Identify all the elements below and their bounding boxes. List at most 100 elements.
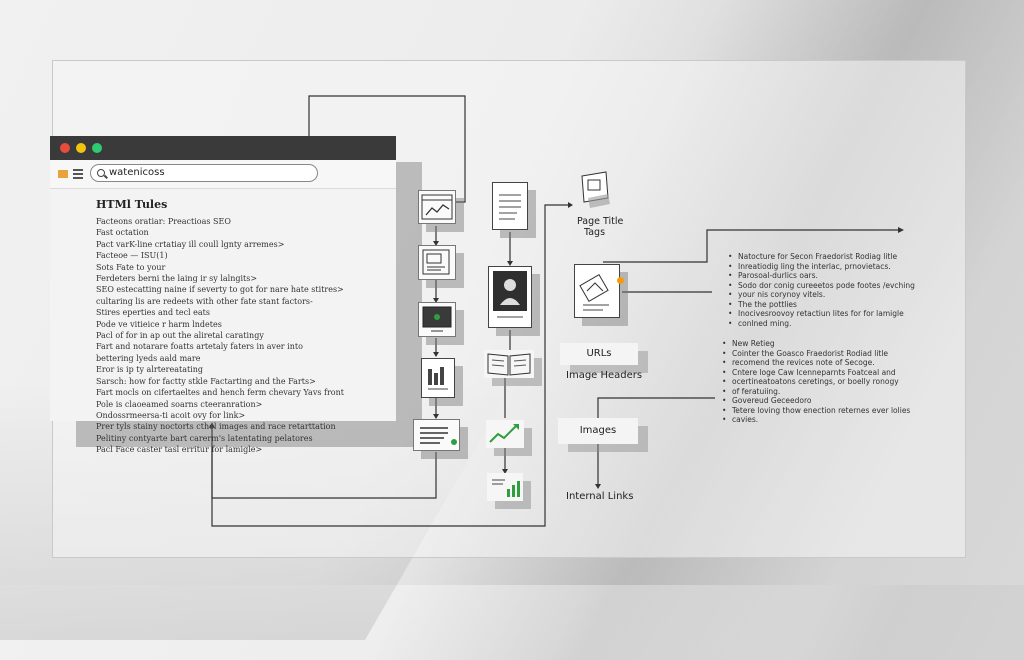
note-row: • cavies. xyxy=(722,415,910,425)
bullet-icon: • xyxy=(722,377,727,386)
content-line: Facteoe — ISU(1) xyxy=(96,251,168,261)
content-line: Pelitiny contyarte bart carerm's latenta… xyxy=(96,433,313,443)
content-line: SEO estecatting naine if severty to got … xyxy=(96,285,344,295)
report-document-icon[interactable] xyxy=(421,358,455,398)
note-text: Tetere loving thow enection reternes eve… xyxy=(732,405,911,415)
images-label[interactable]: Images xyxy=(558,418,638,444)
internal-links-label[interactable]: Internal Links xyxy=(566,491,634,502)
content-line: Facteons oratiar: Preactioas SEO xyxy=(96,217,231,226)
content-lines: Facteons oratiar: Preactioas SEO Fast oct… xyxy=(96,216,386,456)
trend-chart-icon[interactable] xyxy=(486,420,524,448)
content-line: Fast octation xyxy=(96,228,149,238)
urls-label[interactable]: URLs xyxy=(560,343,638,365)
note-text: Govereud Geceedoro xyxy=(732,396,812,405)
notification-dot-icon xyxy=(617,277,624,284)
bullet-icon: • xyxy=(722,348,727,358)
bullet-icon: • xyxy=(722,339,727,348)
note-text: Inocivesroovoy retactiun lites for for l… xyxy=(738,309,904,318)
note-row: • New Retieg xyxy=(722,339,910,349)
browser-window: watenicoss HTMl Tules Facteons oratiar: … xyxy=(50,136,396,454)
bullet-icon: • xyxy=(728,309,733,318)
note-row: • your nis corynoy vitels. xyxy=(728,290,915,300)
note-row: •Natocture for Secon Fraedorist Rodiag l… xyxy=(728,252,915,262)
note-text: Cntere loge Caw Icenneparnts Foatceal an… xyxy=(732,367,896,377)
bullet-icon: • xyxy=(722,396,727,405)
content-line: bettering lyeds aald mare xyxy=(96,353,201,363)
browser-titlebar xyxy=(50,136,396,160)
content-line: Ferdeters berni the laing ir sy lalngits… xyxy=(96,274,258,284)
content-line: Sots Fate to your xyxy=(96,262,166,272)
notes-bottom: • New Retieg • Cointer the Goasco Fraedoris… xyxy=(722,339,910,425)
bullet-icon: • xyxy=(722,386,727,396)
note-text: Sodo dor conig cureeetos pode footes /ev… xyxy=(738,280,915,290)
note-row: • Inocivesroovoy retactiun lites for for … xyxy=(728,309,915,319)
monitor-icon[interactable] xyxy=(418,302,456,337)
bar-chart-icon[interactable] xyxy=(487,473,523,501)
content-line: Pole is claoeamed soarns cteeranration> xyxy=(96,399,263,409)
minimize-dot-icon[interactable] xyxy=(76,143,86,153)
note-row: • conlned ming. xyxy=(728,319,915,329)
content-line: Eror is ip ty alrtereatating xyxy=(96,365,204,375)
content-line: Pacl of for in ap out the aliretal carat… xyxy=(96,331,264,341)
menu-icon[interactable] xyxy=(73,169,83,179)
bullet-icon: • xyxy=(728,290,733,299)
notes-top: •Natocture for Secon Fraedorist Rodiag l… xyxy=(728,252,915,328)
open-book-icon[interactable] xyxy=(484,350,534,378)
note-text: Cointer the Goasco Fraedorist Rodiad lit… xyxy=(732,348,889,358)
bullet-icon: • xyxy=(722,405,727,415)
note-row: • The the pottlies xyxy=(728,300,915,310)
close-dot-icon[interactable] xyxy=(60,143,70,153)
note-text: New Retieg xyxy=(732,339,775,348)
content-line: Fart mocls on cifertaeltes and hench fer… xyxy=(96,388,344,398)
text-list-icon[interactable] xyxy=(413,419,460,451)
bookmark-icon[interactable] xyxy=(58,170,68,178)
note-text: conlned ming. xyxy=(738,318,792,328)
bullet-icon: • xyxy=(722,415,727,424)
image-file-icon[interactable] xyxy=(574,264,624,318)
maximize-dot-icon[interactable] xyxy=(92,143,102,153)
page-title-tags-icon[interactable] xyxy=(578,170,610,208)
content-line: Pode ve vitieice r harm lndetes xyxy=(96,319,222,329)
content-line: cultaring lis are redeets with other fat… xyxy=(96,296,313,306)
bullet-icon: • xyxy=(722,367,727,377)
note-text: Parosoal-durlics oars. xyxy=(738,271,818,280)
note-row: • Inreatiodig ling the interlac, prnoviet… xyxy=(728,262,915,272)
note-row: • Cntere loge Caw Icenneparnts Foatceal a… xyxy=(722,368,910,378)
page-title: HTMl Tules xyxy=(96,198,168,211)
bullet-icon: • xyxy=(728,280,733,290)
note-text: cavies. xyxy=(732,415,759,424)
note-text: ocertineatoatons ceretings, or boelly ro… xyxy=(732,377,899,386)
chart-window-icon[interactable] xyxy=(418,190,456,224)
note-text: The the pottlies xyxy=(738,299,797,309)
content-line: Ondossrmeersa-ti acoit ovy for link> xyxy=(96,410,246,420)
note-text: your nis corynoy vitels. xyxy=(738,290,826,299)
bullet-icon: • xyxy=(722,358,727,367)
note-row: • ocertineatoatons ceretings, or boelly r… xyxy=(722,377,910,387)
bullet-icon: • xyxy=(728,318,733,328)
address-text: watenicoss xyxy=(109,167,165,178)
search-icon xyxy=(97,169,105,177)
note-row: • Parosoal-durlics oars. xyxy=(728,271,915,281)
content-line: Sarsch: how for factty stkle Factarting … xyxy=(96,376,316,386)
note-row: • recomend the revices note of Secoge. xyxy=(722,358,910,368)
page-layout-icon[interactable] xyxy=(418,245,456,280)
image-headers-label[interactable]: Image Headers xyxy=(566,370,643,381)
browser-content: HTMl Tules Facteons oratiar: Preactioas … xyxy=(96,198,386,456)
content-line: Prer tyls stainy noctorts cthel images a… xyxy=(96,422,336,432)
note-text: Inreatiodig ling the interlac, prnovieta… xyxy=(738,261,891,271)
note-text: recomend the revices note of Secoge. xyxy=(732,358,875,367)
page-title-label: Page Title xyxy=(577,216,624,227)
browser-toolbar: watenicoss xyxy=(50,160,396,189)
user-profile-icon[interactable] xyxy=(488,266,532,328)
tags-label: Tags xyxy=(584,227,606,238)
content-line: Fart and notarare foatts artetaly faters… xyxy=(96,342,303,352)
address-bar[interactable]: watenicoss xyxy=(90,164,318,182)
bullet-icon: • xyxy=(728,271,733,280)
bullet-icon: • xyxy=(728,261,733,271)
content-line: Pact varK-line crtatiay ill coull lgnty … xyxy=(96,239,285,249)
note-row: • Sodo dor conig cureeetos pode footes /e… xyxy=(728,281,915,291)
note-text: of feratuiing. xyxy=(732,386,781,396)
bullet-icon: • xyxy=(728,299,733,309)
note-row: • Tetere loving thow enection reternes ev… xyxy=(722,406,910,416)
text-document-icon[interactable] xyxy=(492,182,528,230)
